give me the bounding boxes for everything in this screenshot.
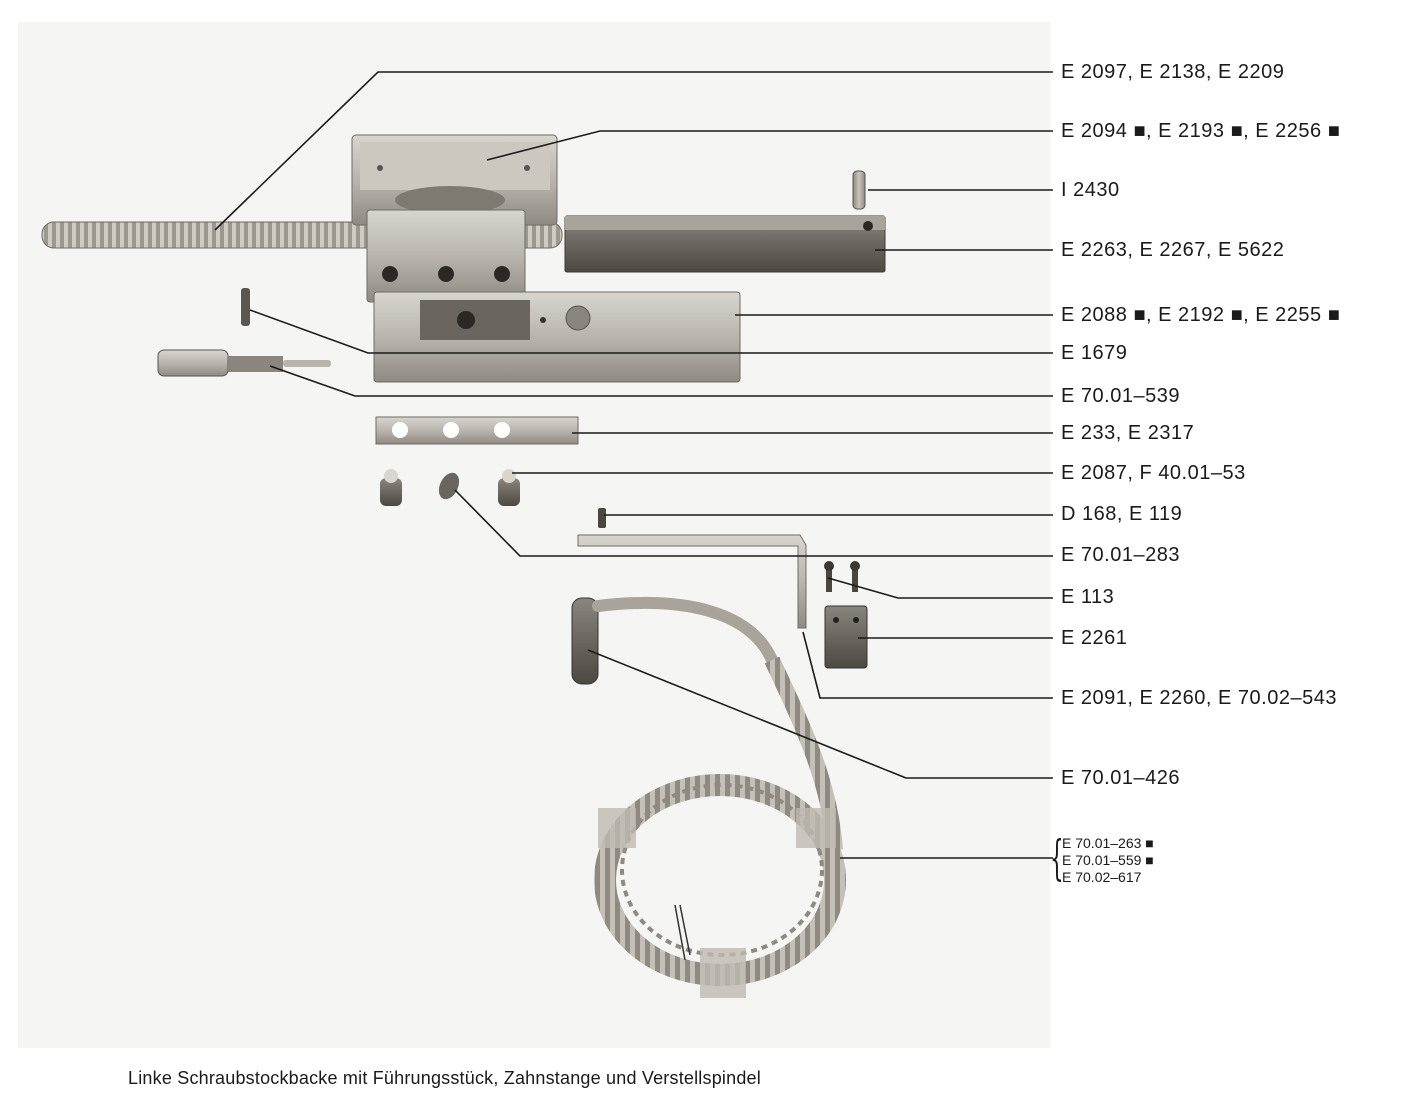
part-label: E 2094 ■, E 2193 ■, E 2256 ■ — [1061, 120, 1341, 142]
screws-e113-part — [824, 561, 860, 592]
pin-part — [852, 170, 866, 210]
small-screw-part — [598, 508, 606, 528]
part-label: E 2091, E 2260, E 70.02–543 — [1061, 687, 1337, 709]
part-label: E 2087, F 40.01–53 — [1061, 462, 1246, 484]
jaw-part — [373, 291, 741, 383]
block-e2261-part — [824, 605, 868, 669]
group-brace: { — [1050, 830, 1064, 886]
part-label: E 113 — [1061, 586, 1115, 608]
group-label: E 70.02–617 — [1062, 869, 1142, 885]
plunger-part — [157, 349, 331, 377]
bracket-part — [577, 534, 807, 629]
part-label: E 2088 ■, E 2192 ■, E 2255 ■ — [1061, 304, 1341, 326]
part-label: E 233, E 2317 — [1061, 422, 1195, 444]
part-label: E 70.01–539 — [1061, 385, 1180, 407]
figure-caption: Linke Schraubstockbacke mit Führungsstüc… — [128, 1068, 761, 1088]
part-label: I 2430 — [1061, 179, 1120, 201]
vise-block-part — [366, 209, 526, 303]
screw-part — [241, 288, 250, 326]
part-label: E 70.01–426 — [1061, 767, 1180, 789]
group-label: E 70.01–559 ■ — [1062, 852, 1154, 868]
leader-lines — [214, 71, 1053, 859]
part-label: E 2263, E 2267, E 5622 — [1061, 239, 1285, 261]
part-label: E 70.01–283 — [1061, 544, 1180, 566]
hose-assembly-part — [571, 596, 846, 998]
stud-parts — [380, 469, 520, 506]
guide-block-part — [351, 134, 558, 226]
part-label: E 2097, E 2138, E 2209 — [1061, 61, 1285, 83]
group-label: E 70.01–263 ■ — [1062, 835, 1154, 851]
rack-part — [564, 215, 886, 273]
part-label: E 2261 — [1061, 627, 1128, 649]
part-label: D 168, E 119 — [1061, 503, 1183, 525]
part-label: E 1679 — [1061, 342, 1128, 364]
plate-part — [375, 416, 579, 445]
